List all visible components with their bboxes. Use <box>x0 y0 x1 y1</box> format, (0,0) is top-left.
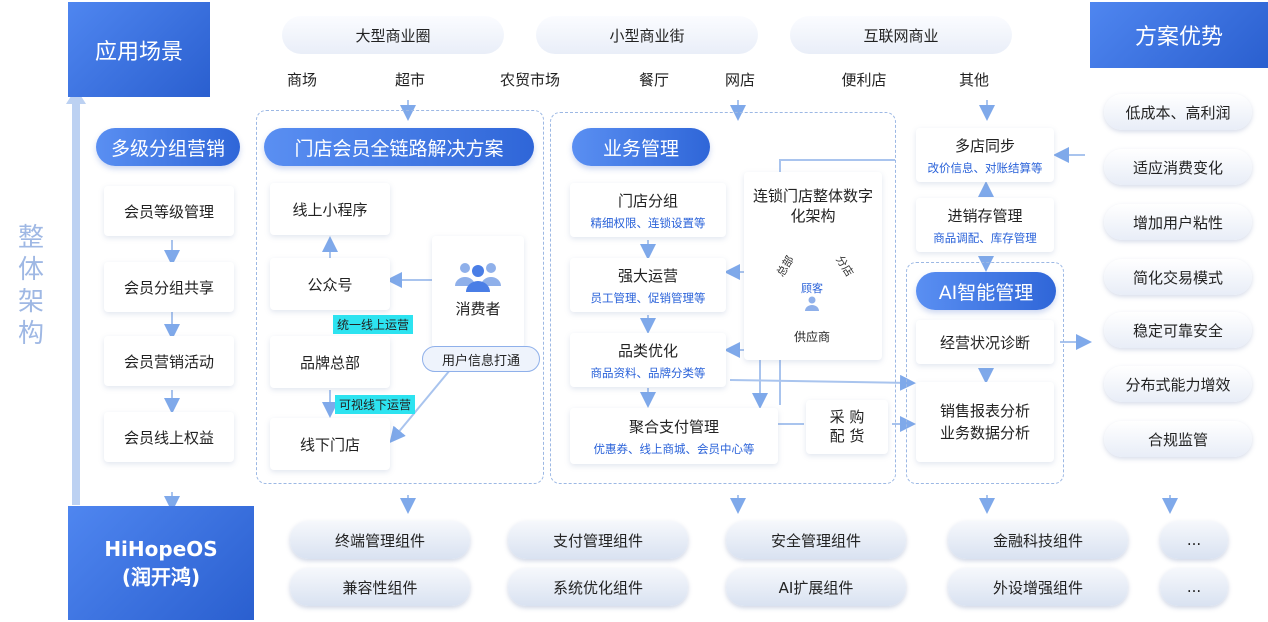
multi-store-sync-label: 多店同步 <box>954 136 1015 155</box>
brand-headquarters: 品牌总部 <box>270 336 390 388</box>
component-peripheral-enhancement: 外设增强组件 <box>948 568 1128 606</box>
scene-item-farmers-market: 农贸市场 <box>499 71 560 89</box>
advantage-user-stickiness: 增加用户粘性 <box>1104 204 1252 240</box>
component-ai-extension: AI扩展组件 <box>726 568 906 606</box>
scene-item-mall: 商场 <box>286 71 317 89</box>
consumer-label: 消费者 <box>455 300 501 318</box>
member-marketing-activities: 会员营销活动 <box>104 336 234 386</box>
advantage-low-cost: 低成本、高利润 <box>1104 94 1252 130</box>
advantage-simplify-trading: 简化交易模式 <box>1104 259 1252 295</box>
aggregated-payment-sub: 优惠券、线上商城、会员中心等 <box>593 441 755 456</box>
customer-icon <box>804 295 820 311</box>
powerful-operations-label: 强大运营 <box>617 266 678 285</box>
chain-store-architecture-card <box>744 172 882 360</box>
component-payment-management: 支付管理组件 <box>508 521 688 559</box>
advantage-stable-secure: 稳定可靠安全 <box>1104 312 1252 348</box>
col3-title: 业务管理 <box>572 128 710 166</box>
top-group-small-street: 小型商业街 <box>536 16 758 54</box>
member-online-benefits: 会员线上权益 <box>104 412 234 462</box>
advantage-compliance: 合规监管 <box>1104 421 1252 457</box>
consumers-icon <box>455 263 501 292</box>
member-group-sharing: 会员分组共享 <box>104 262 234 312</box>
category-optimization-sub: 商品资料、品牌分类等 <box>590 365 706 380</box>
col3-panel <box>550 112 896 484</box>
scene-item-restaurant: 餐厅 <box>638 71 669 89</box>
component-terminal-management: 终端管理组件 <box>290 521 470 559</box>
offline-store: 线下门店 <box>270 418 390 470</box>
member-marketing-activities-label: 会员营销活动 <box>123 352 214 371</box>
os-box: HiHopeOS (润开鸿) <box>68 506 254 620</box>
header-solution-advantages: 方案优势 <box>1090 2 1268 68</box>
purchase-distribution: 采 购 配 货 <box>806 400 888 454</box>
tag-visual-offline-ops: 可视线下运营 <box>335 395 416 414</box>
component-system-optimization: 系统优化组件 <box>508 568 688 606</box>
component-security-management: 安全管理组件 <box>726 521 906 559</box>
multi-store-sync: 多店同步 改价信息、对账结算等 <box>916 128 1054 182</box>
consumer-card: 消费者 <box>432 236 524 348</box>
brand-headquarters-label: 品牌总部 <box>299 353 360 372</box>
col2-title: 门店会员全链路解决方案 <box>264 128 534 166</box>
member-online-benefits-label: 会员线上权益 <box>123 428 214 447</box>
aggregated-payment-label: 聚合支付管理 <box>628 417 719 436</box>
offline-store-label: 线下门店 <box>299 435 360 454</box>
official-account-label: 公众号 <box>307 275 353 294</box>
advantage-adapt-consumption: 适应消费变化 <box>1104 149 1252 185</box>
top-group-large-mall: 大型商业圈 <box>282 16 504 54</box>
member-level-management: 会员等级管理 <box>104 186 234 236</box>
multi-store-sync-sub: 改价信息、对账结算等 <box>927 160 1043 175</box>
os-subname: (润开鸿) <box>121 565 201 589</box>
scene-item-online-store: 网店 <box>724 71 755 89</box>
side-title: 整体架构 <box>17 223 44 349</box>
category-optimization: 品类优化 商品资料、品牌分类等 <box>570 333 726 387</box>
online-mini-program-label: 线上小程序 <box>292 200 368 219</box>
top-group-internet: 互联网商业 <box>790 16 1012 54</box>
ai-panel <box>906 262 1064 484</box>
os-name: HiHopeOS <box>104 537 218 561</box>
business-data-analysis-label: 业务数据分析 <box>939 424 1030 442</box>
official-account: 公众号 <box>270 258 390 310</box>
ai-title: AI智能管理 <box>916 272 1056 310</box>
powerful-operations: 强大运营 员工管理、促销管理等 <box>570 258 726 312</box>
triangle-center-label: 顾客 <box>801 282 823 295</box>
powerful-operations-sub: 员工管理、促销管理等 <box>590 290 706 305</box>
header-application-scenarios: 应用场景 <box>68 2 210 97</box>
component-fintech: 金融科技组件 <box>948 521 1128 559</box>
triangle-bottom-label: 供应商 <box>793 330 830 344</box>
business-diagnosis-label: 经营状况诊断 <box>939 333 1030 352</box>
store-grouping: 门店分组 精细权限、连锁设置等 <box>570 183 726 237</box>
member-level-management-label: 会员等级管理 <box>123 202 214 221</box>
store-grouping-sub: 精细权限、连锁设置等 <box>590 215 706 230</box>
scene-item-other: 其他 <box>958 71 989 89</box>
tag-unified-online-ops: 统一线上运营 <box>333 315 414 334</box>
sales-report-analysis-label: 销售报表分析 <box>939 402 1030 420</box>
inventory-management: 进销存管理 商品调配、库存管理 <box>916 198 1054 252</box>
inventory-management-label: 进销存管理 <box>947 206 1023 225</box>
chain-store-architecture-title: 连锁门店整体数字化架构 <box>752 187 873 225</box>
online-mini-program: 线上小程序 <box>270 183 390 235</box>
col2-panel <box>256 110 544 484</box>
report-analysis: 销售报表分析 业务数据分析 <box>916 382 1054 462</box>
component-more-2: ... <box>1160 568 1228 606</box>
col1-title: 多级分组营销 <box>96 128 240 166</box>
category-optimization-label: 品类优化 <box>617 341 678 360</box>
aggregated-payment: 聚合支付管理 优惠券、线上商城、会员中心等 <box>570 408 778 464</box>
store-grouping-label: 门店分组 <box>617 191 678 210</box>
user-info-connected: 用户信息打通 <box>422 346 540 372</box>
component-compatibility: 兼容性组件 <box>290 568 470 606</box>
advantage-distributed-efficiency: 分布式能力增效 <box>1104 366 1252 402</box>
business-diagnosis: 经营状况诊断 <box>916 320 1054 364</box>
inventory-management-sub: 商品调配、库存管理 <box>933 230 1037 245</box>
scene-item-supermarket: 超市 <box>394 71 425 89</box>
component-more-1: ... <box>1160 521 1228 559</box>
member-group-sharing-label: 会员分组共享 <box>123 278 214 297</box>
scene-item-convenience-store: 便利店 <box>841 71 887 89</box>
